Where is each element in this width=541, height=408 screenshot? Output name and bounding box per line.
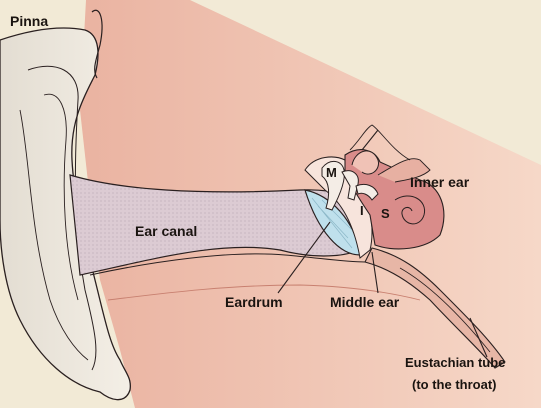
middle-ear-label: Middle ear	[330, 294, 399, 310]
pinna-label: Pinna	[10, 13, 48, 29]
stapes-label: S	[381, 206, 390, 221]
eardrum-label: Eardrum	[225, 294, 283, 310]
incus-label: I	[360, 203, 364, 218]
eustachian-tube-label: Eustachian tube	[405, 355, 505, 370]
malleus-label: M	[326, 165, 337, 180]
to-the-throat-label: (to the throat)	[412, 377, 496, 392]
ear-canal-label: Ear canal	[135, 223, 197, 239]
inner-ear-label: Inner ear	[410, 174, 469, 190]
